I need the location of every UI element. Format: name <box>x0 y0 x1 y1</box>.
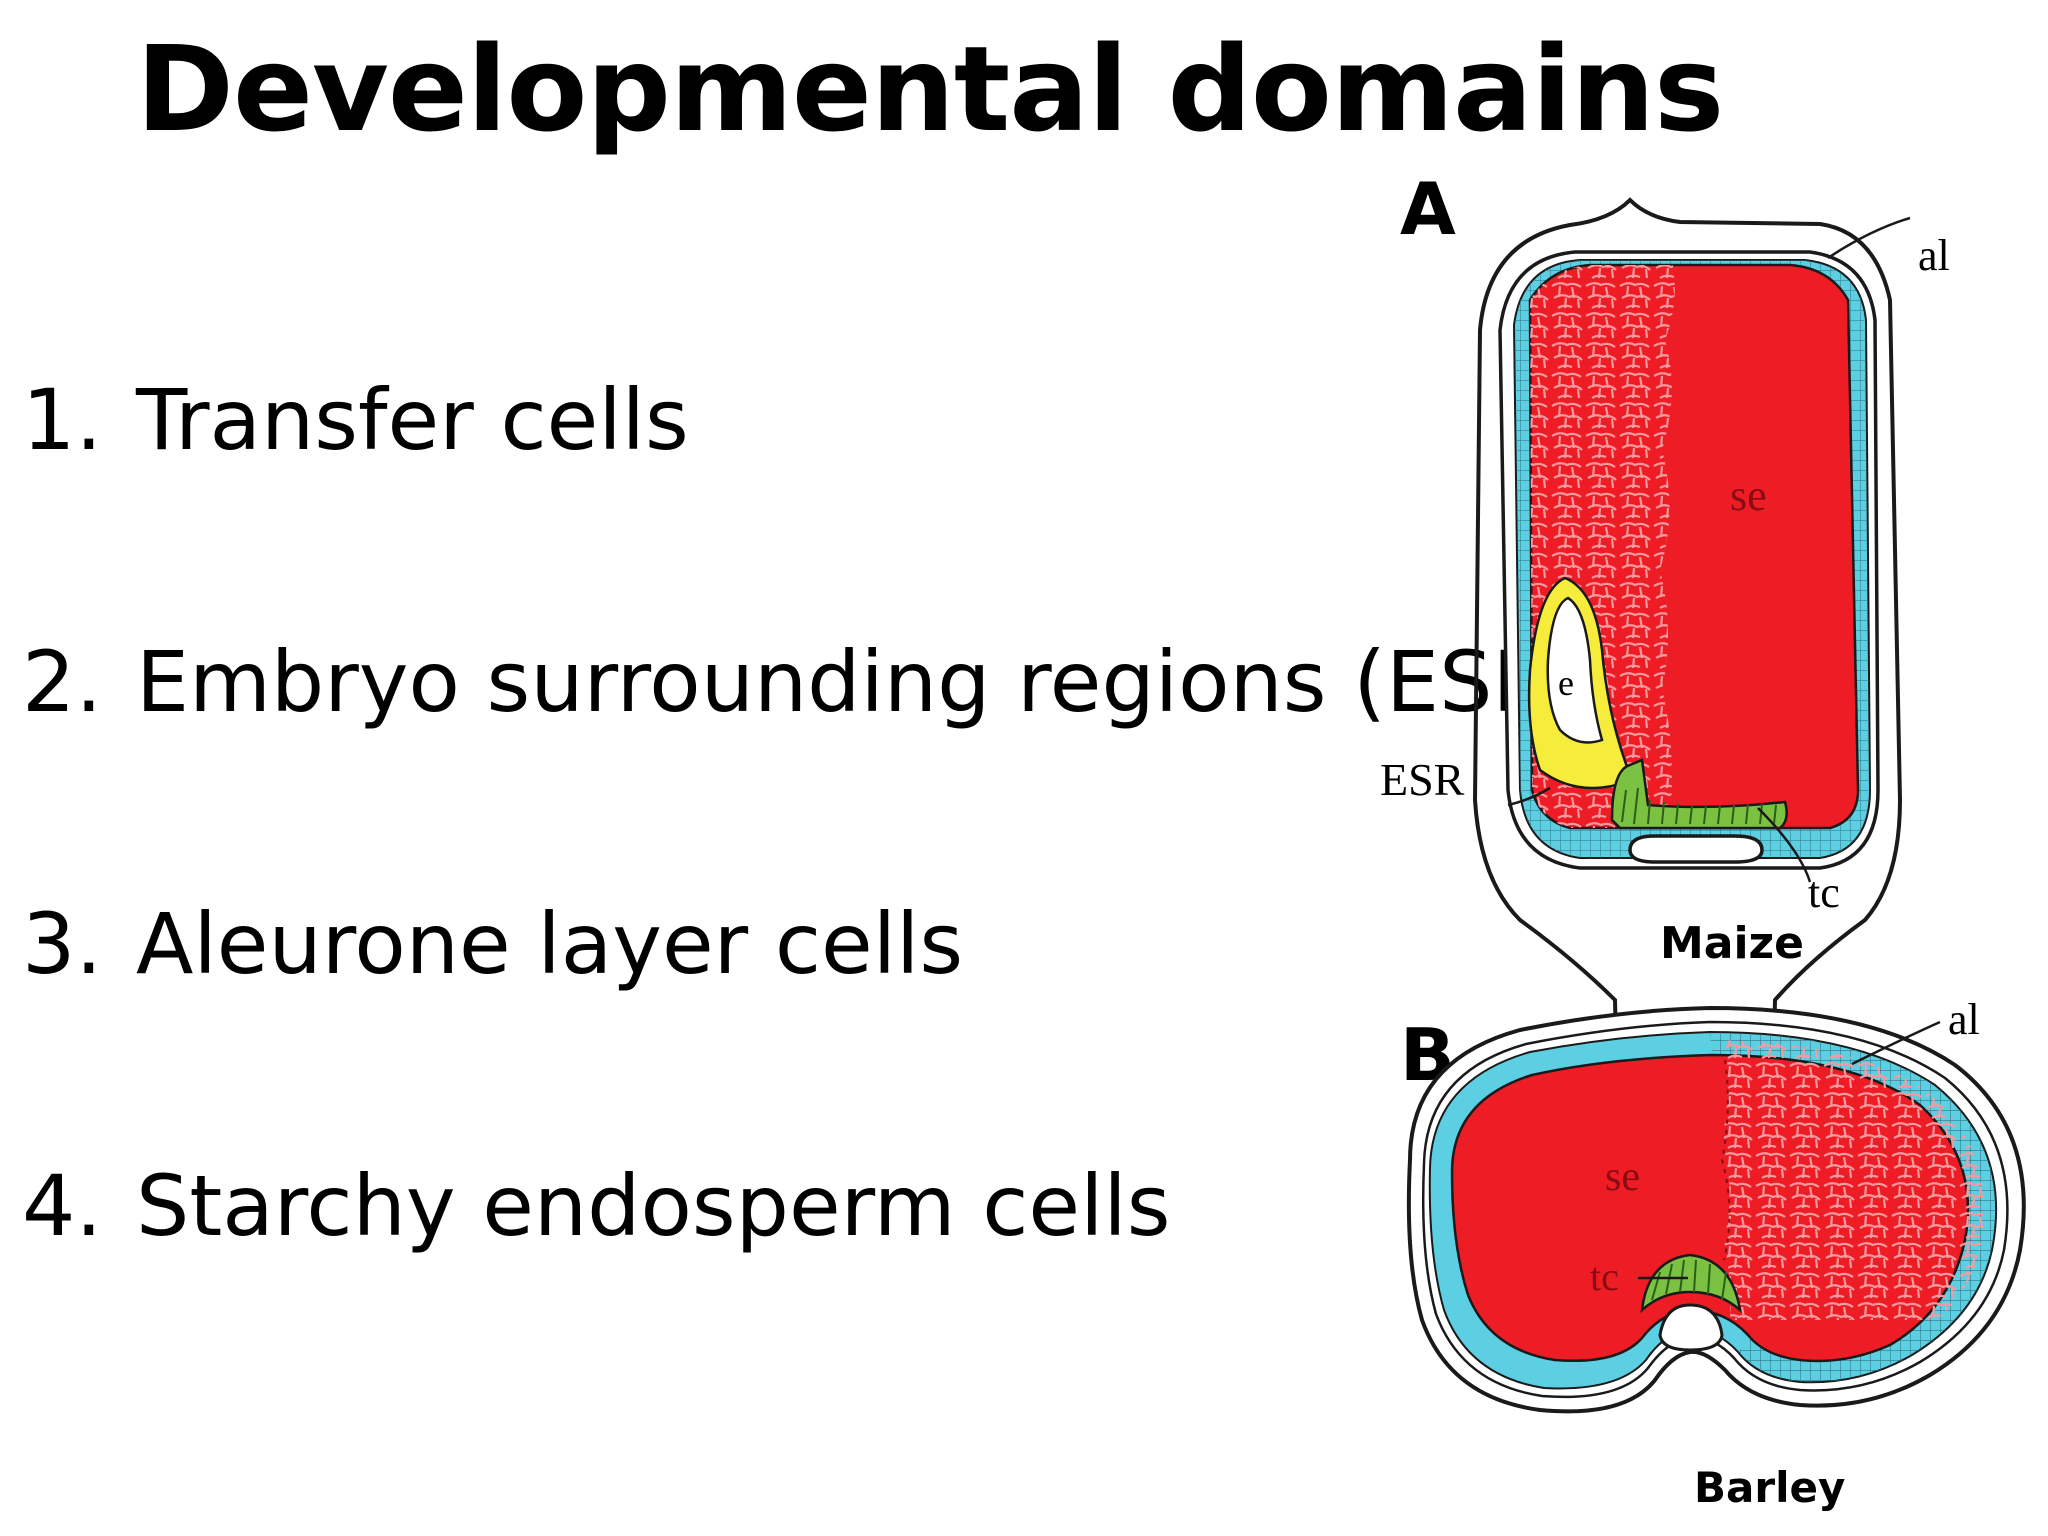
list-item-aleurone: 3.Aleurone layer cells <box>22 902 963 986</box>
maize-label-se: se <box>1730 471 1767 520</box>
list-item-text: Transfer cells <box>136 371 689 469</box>
panel-a-letter: A <box>1400 167 1456 251</box>
barley-grain <box>1406 1005 2026 1414</box>
barley-label-se: se <box>1605 1154 1640 1200</box>
maize-label-esr: ESR <box>1380 754 1465 805</box>
list-item-transfer-cells: 1.Transfer cells <box>22 378 689 462</box>
maize-kernel <box>1472 197 1911 1087</box>
slide-title: Developmental domains <box>136 20 1724 158</box>
list-item-text: Embryo surrounding regions (ESR) <box>136 633 1584 731</box>
endosperm-figure: A al <box>1380 160 2048 1536</box>
list-item-text: Aleurone layer cells <box>136 895 964 993</box>
list-item-number: 3. <box>22 895 103 993</box>
list-item-number: 2. <box>22 633 103 731</box>
list-item-starchy-endosperm: 4.Starchy endosperm cells <box>22 1164 1171 1248</box>
maize-label-e: e <box>1558 663 1574 703</box>
endosperm-diagrams: A al <box>1380 167 2026 1512</box>
list-item-text: Starchy endosperm cells <box>136 1157 1171 1255</box>
domain-list: 1.Transfer cells 2.Embryo surrounding re… <box>22 378 1584 1248</box>
list-item-number: 1. <box>22 371 103 469</box>
barley-label-tc: tc <box>1590 1254 1619 1299</box>
barley-caption: Barley <box>1694 1463 1845 1512</box>
maize-label-al: al <box>1918 231 1950 280</box>
maize-caption: Maize <box>1660 918 1804 969</box>
list-item-esr: 2.Embryo surrounding regions (ESR) <box>22 640 1584 724</box>
maize-label-tc: tc <box>1808 868 1840 917</box>
barley-label-al: al <box>1948 995 1980 1044</box>
list-item-number: 4. <box>22 1157 103 1255</box>
